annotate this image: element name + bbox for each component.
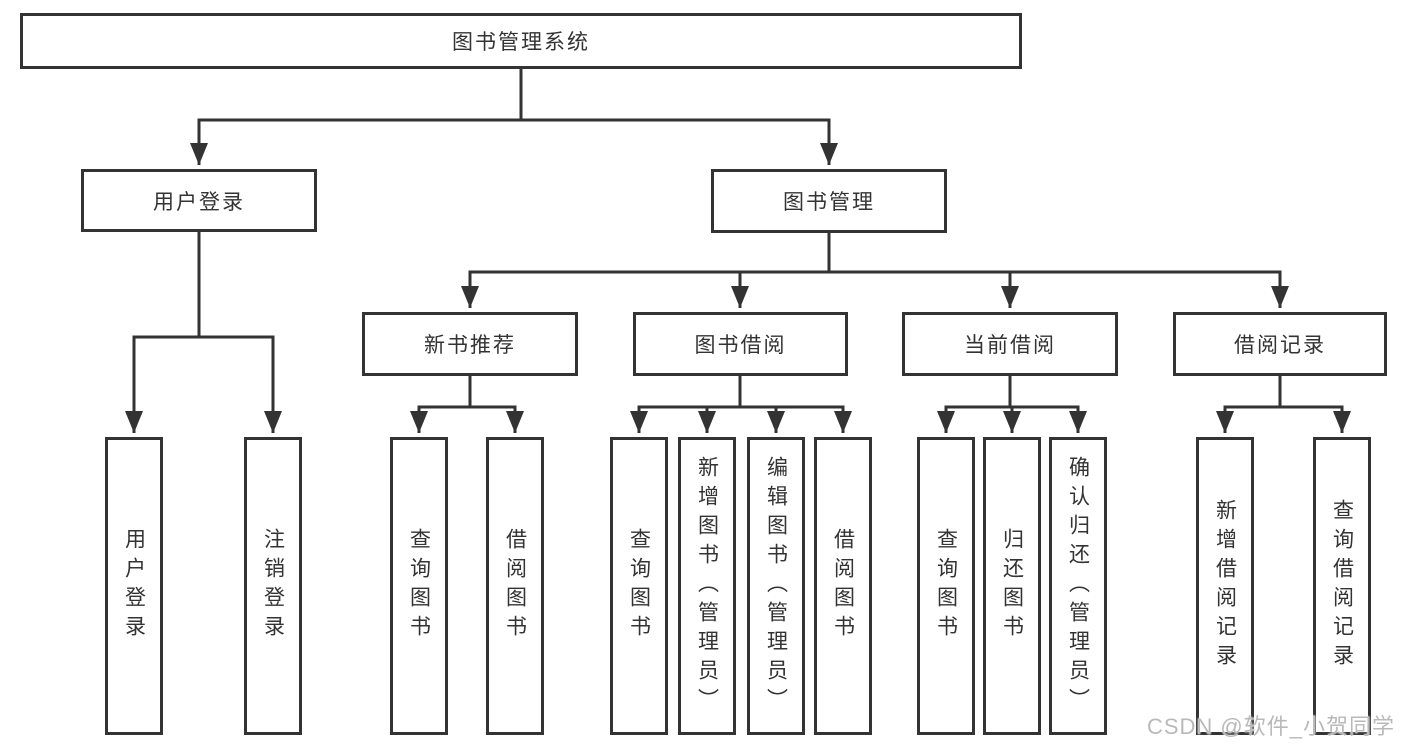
leaf-label: 用户登录 <box>122 528 146 644</box>
node-book-management: 图书管理 <box>711 169 947 233</box>
leaf-label: 编辑图书（管理员） <box>764 455 788 717</box>
leaf-label: 确认归还（管理员） <box>1066 455 1090 717</box>
node-borrowing-records: 借阅记录 <box>1173 312 1387 376</box>
leaf-user-login: 用户登录 <box>105 437 163 735</box>
leaf-label: 查询图书 <box>407 528 431 644</box>
node-current-borrowing: 当前借阅 <box>902 312 1118 376</box>
node-new-book-recommend: 新书推荐 <box>362 312 578 376</box>
leaf-label: 借阅图书 <box>503 528 527 644</box>
leaf-current-return-books: 归还图书 <box>983 437 1041 735</box>
leaf-label: 查询图书 <box>627 528 651 644</box>
leaf-new-books-borrow: 借阅图书 <box>486 437 544 735</box>
leaf-label: 新增图书（管理员） <box>695 455 719 717</box>
leaf-borrow-add-books-admin: 新增图书（管理员） <box>678 437 736 735</box>
leaf-new-books-query: 查询图书 <box>390 437 448 735</box>
leaf-label: 查询图书 <box>934 528 958 644</box>
leaf-label: 注销登录 <box>261 528 285 644</box>
leaf-label: 借阅图书 <box>831 528 855 644</box>
node-user-login: 用户登录 <box>81 169 317 232</box>
connector-arrow-lines <box>125 120 1351 433</box>
leaf-borrow-query-books: 查询图书 <box>610 437 668 735</box>
leaf-borrow-borrow-books: 借阅图书 <box>814 437 872 735</box>
leaf-records-add-borrow-record: 新增借阅记录 <box>1196 437 1254 735</box>
leaf-current-confirm-return-admin: 确认归还（管理员） <box>1049 437 1107 735</box>
leaf-logout: 注销登录 <box>244 437 302 735</box>
leaf-label: 新增借阅记录 <box>1213 499 1237 673</box>
leaf-current-query-books: 查询图书 <box>917 437 975 735</box>
leaf-records-query-borrow-record: 查询借阅记录 <box>1313 437 1371 735</box>
leaf-label: 查询借阅记录 <box>1330 499 1354 673</box>
node-library-management-system: 图书管理系统 <box>20 13 1022 69</box>
csdn-watermark: CSDN @软件_小贺同学 <box>1146 714 1395 739</box>
leaf-borrow-edit-books-admin: 编辑图书（管理员） <box>747 437 805 735</box>
node-book-borrowing: 图书借阅 <box>633 312 848 376</box>
leaf-label: 归还图书 <box>1000 528 1024 644</box>
